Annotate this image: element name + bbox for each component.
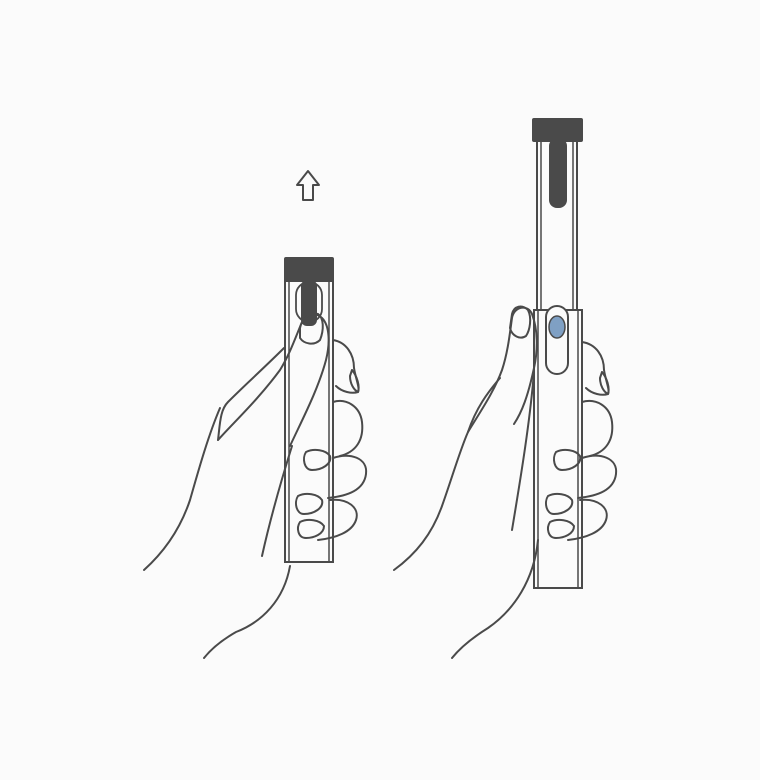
device-slider-extended (549, 138, 567, 208)
palm-outline (144, 408, 220, 570)
blue-indicator-window-icon (549, 316, 565, 338)
index-finger (582, 342, 609, 395)
index-finger (333, 340, 359, 393)
middle-finger (333, 401, 362, 456)
thumb (468, 308, 537, 432)
palm-outline (218, 348, 284, 440)
wrist-outline (204, 566, 290, 658)
step-extended-device (394, 118, 616, 658)
palm-inner-line (512, 372, 534, 530)
middle-finger (582, 401, 612, 456)
wrist-outline (452, 540, 538, 658)
thumbnail (510, 307, 530, 338)
ring-finger (578, 456, 616, 498)
fingernail (600, 372, 609, 394)
device-cap-collapsed (284, 257, 334, 282)
fingernail (350, 370, 359, 392)
step-collapsed-device (144, 171, 366, 658)
pull-up-arrow-icon (297, 171, 319, 200)
